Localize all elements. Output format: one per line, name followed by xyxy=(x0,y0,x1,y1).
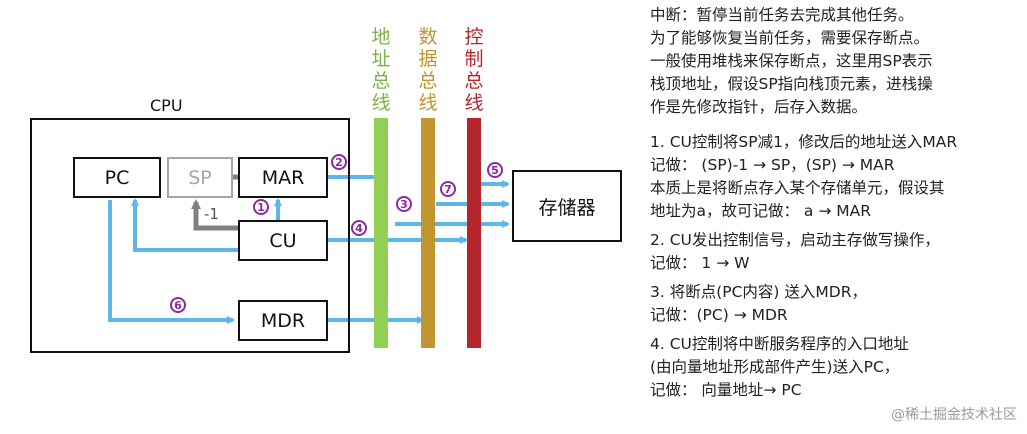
address-bus-label-char: 线 xyxy=(371,92,391,114)
address-bus-label-char: 总 xyxy=(371,70,391,92)
step-marker-7: 7 xyxy=(440,181,456,197)
step-marker-3: 3 xyxy=(396,196,412,212)
data-bus-label-char: 据 xyxy=(418,48,438,70)
pc-register: PC xyxy=(73,157,161,198)
step3-line: 记做：(PC) → MDR xyxy=(650,306,788,324)
cpu-label: CPU xyxy=(150,96,183,115)
control-bus-label-char: 总 xyxy=(464,70,484,92)
step-marker-6: 6 xyxy=(170,297,186,313)
step1-line: 1. CU控制将SP减1，修改后的地址送入MAR xyxy=(650,133,958,151)
cpu-frame xyxy=(30,118,350,353)
watermark: @稀土掘金技术社区 xyxy=(891,407,1017,423)
step-marker-4: 4 xyxy=(351,220,367,236)
cu-unit: CU xyxy=(238,220,328,261)
step4-line: 4. CU控制将中断服务程序的入口地址 xyxy=(650,335,909,353)
mdr-register: MDR xyxy=(238,300,328,341)
step1-line: 记做： (SP)-1 → SP，(SP) → MAR xyxy=(650,156,895,174)
control-bus-label-char: 控 xyxy=(464,26,484,48)
step4-line: 记做： 向量地址→ PC xyxy=(650,381,802,399)
control-bus xyxy=(467,118,481,348)
step-marker-5: 5 xyxy=(487,162,503,178)
control-bus-label-char: 制 xyxy=(464,48,484,70)
address-bus-label: 地 址 总 线 xyxy=(370,26,392,114)
data-bus-label: 数 据 总 线 xyxy=(417,26,439,114)
cu-decrement-sp-arrow xyxy=(191,199,238,231)
step2-line: 记做： 1 → W xyxy=(650,254,750,272)
intro-line: 一般使用堆栈来保存断点，这里用SP表示 xyxy=(650,52,933,70)
cu-to-pc-arrow xyxy=(131,198,238,252)
intro-line: 为了能够恢复当前任务，需要保存断点。 xyxy=(650,29,930,47)
intro-line: 中断：暂停当前任务去完成其他任务。 xyxy=(650,6,914,24)
intro-line: 栈顶地址，假设SP指向栈顶元素，进栈操 xyxy=(650,75,933,93)
mar-register: MAR xyxy=(238,157,328,198)
data-bus xyxy=(421,118,435,348)
step3-line: 3. 将断点(PC内容) 送入MDR， xyxy=(650,283,867,301)
step-marker-2: 2 xyxy=(331,154,347,170)
data-bus-label-char: 线 xyxy=(418,92,438,114)
explanation-panel: 中断：暂停当前任务去完成其他任务。 为了能够恢复当前任务，需要保存断点。 一般使… xyxy=(650,4,1025,402)
step-marker-1: 1 xyxy=(253,199,269,215)
step1-line: 地址为a，故可记做： a → MAR xyxy=(650,202,872,220)
address-bus-label-char: 地 xyxy=(371,26,391,48)
data-bus-label-char: 总 xyxy=(418,70,438,92)
step4-line: (由向量地址形成部件产生)送入PC， xyxy=(650,358,900,376)
address-bus xyxy=(374,118,388,348)
control-bus-label-char: 线 xyxy=(464,92,484,114)
step2-line: 2. CU发出控制信号，启动主存做写操作， xyxy=(650,231,940,249)
memory-unit: 存储器 xyxy=(512,170,622,242)
control-bus-label: 控 制 总 线 xyxy=(463,26,485,114)
step1-line: 本质上是将断点存入某个存储单元，假设其 xyxy=(650,179,945,197)
address-bus-label-char: 址 xyxy=(371,48,391,70)
pc-to-mdr-arrow xyxy=(108,200,235,324)
intro-line: 作是先修改指针，后存入数据。 xyxy=(650,98,868,116)
sp-register: SP xyxy=(167,157,233,198)
decrement-label: -1 xyxy=(204,205,219,223)
data-bus-label-char: 数 xyxy=(418,26,438,48)
